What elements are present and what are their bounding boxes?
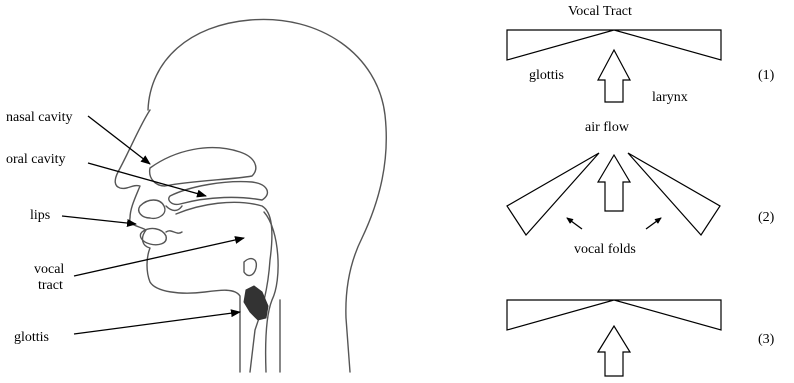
head-glottis-label: glottis — [14, 330, 49, 345]
lips-label: lips — [30, 208, 50, 223]
stage3-label: (3) — [758, 332, 775, 347]
oral-cavity-label: oral cavity — [6, 152, 65, 167]
vocal-folds-arrow-right — [646, 218, 661, 229]
nasal-cavity-arrow — [88, 116, 150, 164]
oral-cavity-outline — [169, 182, 268, 205]
lower-lip — [140, 229, 166, 245]
stage2-label: (2) — [758, 210, 775, 225]
head-glottis-arrow — [74, 312, 240, 334]
vocal-tract-label-line2: tract — [38, 278, 63, 293]
vocal-tract-title: Vocal Tract — [568, 4, 632, 19]
vocal-tract-label-line1: vocal — [34, 262, 64, 277]
stage1-label: (1) — [758, 68, 775, 83]
nasal-cavity-outline — [150, 148, 256, 186]
lips-arrow — [62, 216, 136, 224]
head-outline — [115, 19, 386, 372]
tongue-outline — [176, 202, 272, 372]
stage3-airflow-arrow — [598, 326, 630, 376]
glottis-region — [244, 286, 268, 320]
vocal-tract-arrow — [74, 238, 244, 276]
oral-cavity-arrow — [88, 163, 206, 196]
stage1-airflow-arrow — [598, 50, 630, 102]
teeth — [166, 206, 182, 233]
nasal-cavity-label: nasal cavity — [6, 110, 72, 125]
vocal-folds-label: vocal folds — [574, 242, 636, 257]
vocal-folds-arrow-left — [567, 218, 582, 229]
epiglottis — [244, 259, 256, 276]
glottis-label: glottis — [529, 68, 564, 83]
head-cross-section — [115, 19, 386, 372]
stage2-left-vocal-fold — [507, 153, 599, 235]
larynx-label: larynx — [652, 90, 688, 105]
stage2-right-vocal-fold — [628, 153, 720, 235]
air-flow-label: air flow — [585, 120, 630, 135]
stage2-airflow-arrow — [598, 155, 630, 211]
upper-lip — [139, 200, 165, 218]
